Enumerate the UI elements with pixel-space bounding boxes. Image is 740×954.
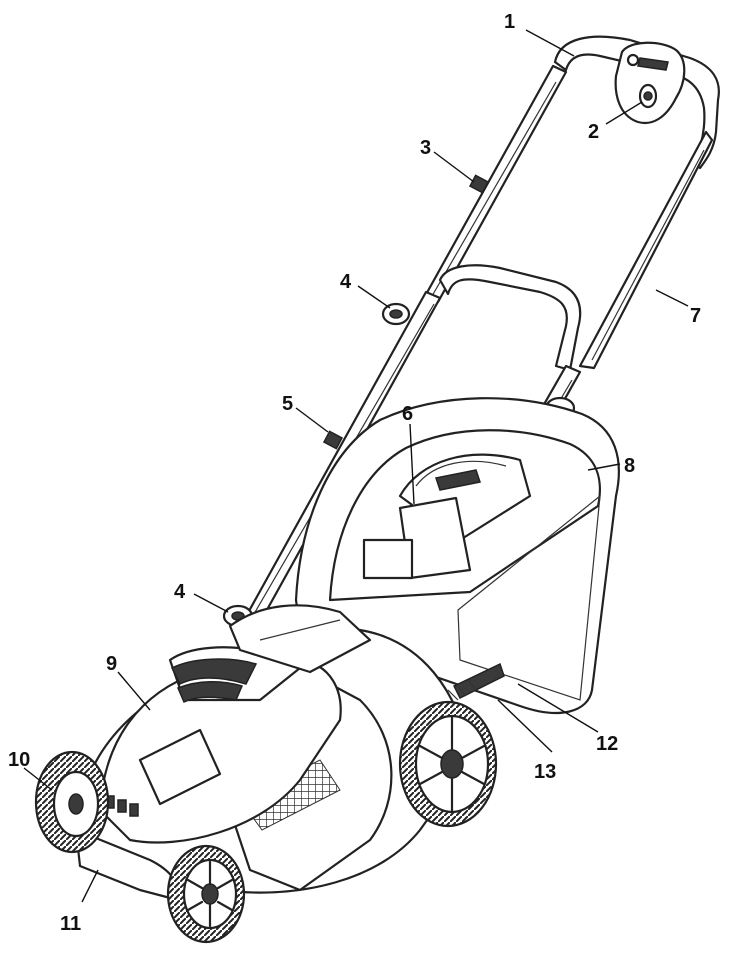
callout-12: 12 bbox=[596, 733, 618, 755]
callout-9: 9 bbox=[106, 653, 117, 675]
callout-6: 6 bbox=[402, 403, 413, 425]
height-adjust-lever bbox=[447, 662, 505, 701]
callout-7: 7 bbox=[690, 305, 701, 327]
leader-lines bbox=[23, 29, 689, 903]
discharge-guard bbox=[228, 604, 372, 674]
callout-10: 10 bbox=[8, 749, 30, 771]
callout-3: 3 bbox=[420, 137, 431, 159]
switch-box bbox=[614, 41, 686, 125]
front-wheel-right bbox=[166, 844, 246, 944]
callout-11: 11 bbox=[60, 913, 81, 935]
cable-clips bbox=[322, 174, 490, 450]
callout-numbers: 1 2 3 4 4 5 6 7 8 9 10 11 12 13 bbox=[8, 11, 701, 935]
callout-1: 1 bbox=[504, 11, 515, 33]
callout-2: 2 bbox=[588, 121, 599, 143]
motor-cover bbox=[74, 646, 342, 902]
callout-4a: 4 bbox=[340, 271, 352, 293]
callout-13: 13 bbox=[534, 761, 556, 783]
front-wheel-left bbox=[34, 750, 110, 854]
callout-4b: 4 bbox=[174, 581, 186, 603]
rear-wheel-right bbox=[398, 700, 498, 828]
callout-8: 8 bbox=[624, 455, 635, 477]
callout-5: 5 bbox=[282, 393, 293, 415]
